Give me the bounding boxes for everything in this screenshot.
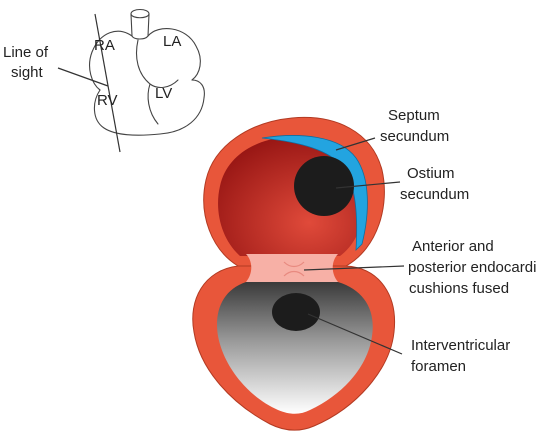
inset-line-of-sight-label: Line of sight [3, 44, 52, 81]
ostium-secundum [294, 156, 354, 216]
endocardial-cushions [246, 254, 338, 282]
labels: Septum secundum Ostium secundum Anterior… [380, 107, 541, 375]
inset-label-ra: RA [94, 37, 115, 54]
label-endocardial-cushions: Anterior and posterior endocardi cushion… [408, 238, 541, 297]
label-ostium-secundum: Ostium secundum [400, 165, 469, 203]
inset-great-vessel [131, 10, 149, 40]
interventricular-foramen [272, 293, 320, 331]
inset-label-rv: RV [97, 92, 118, 109]
inset-heart-sketch: RA LA RV LV Line of sight [3, 10, 204, 153]
inset-label-la: LA [163, 33, 181, 50]
label-interventricular-foramen: Interventricular foramen [411, 337, 514, 375]
inset-great-vessel-top [131, 14, 149, 18]
inset-label-lv: LV [155, 85, 172, 102]
label-septum-secundum: Septum secundum [380, 107, 449, 145]
heart-section [193, 117, 395, 430]
inset-line-of-sight-leader [58, 68, 108, 86]
